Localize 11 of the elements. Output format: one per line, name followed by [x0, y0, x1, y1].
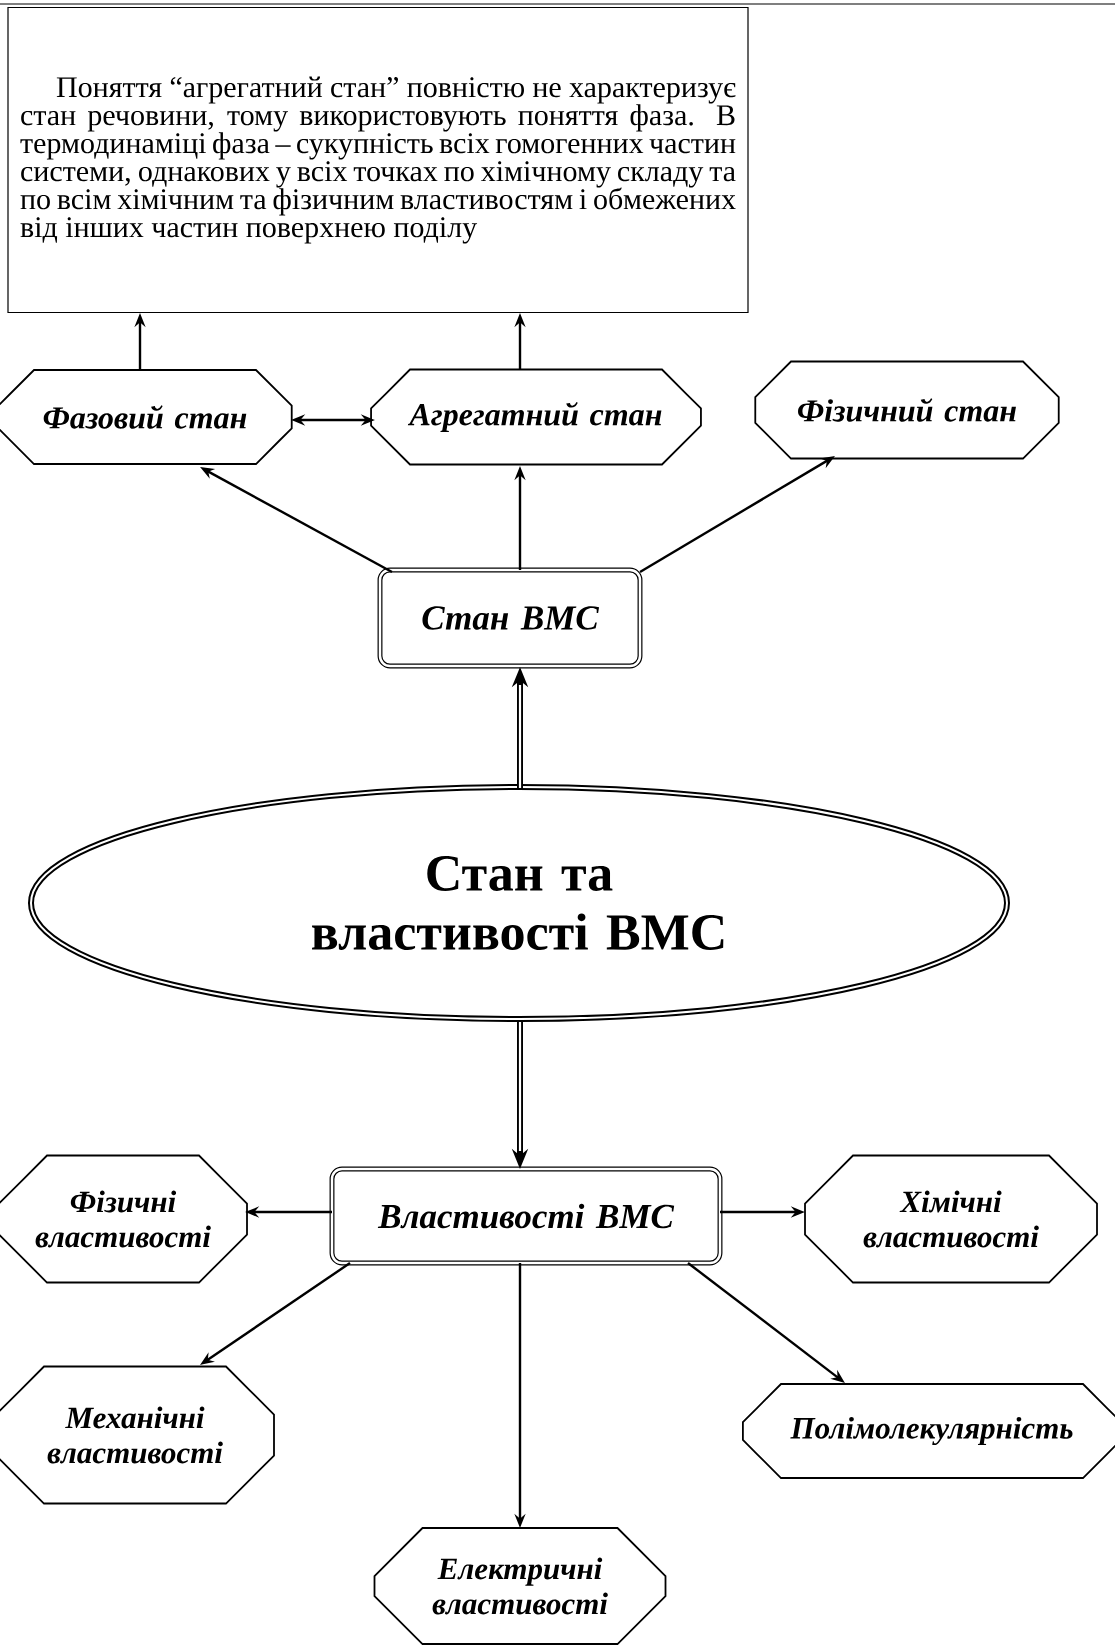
octagon-box: Фізичний стан	[754, 360, 1060, 460]
octagon-box: Фізичні властивості	[0, 1154, 248, 1284]
octagon-box: Механічні властивості	[0, 1365, 275, 1505]
text-box: Поняття “агрегатний стан” повністю не характеризує стан речовини, тому використовують поняття фаза. В термодинаміці фаза – сукупність всіх гомогенних частин системи, однакових у всіх точках по хімічному складу та по всім хімічним та фізичним властивостям і обмежених від інших частин поверхнею поділу	[7, 6, 749, 314]
octagon-box: Полімолекулярність	[742, 1383, 1115, 1479]
octagon-box: Агрегатний стан	[370, 368, 702, 466]
octagon-box: Фазовий стан	[0, 369, 293, 465]
rounded-box: Стан ВМС	[377, 567, 643, 669]
rounded-box: Властивості ВМС	[329, 1166, 723, 1266]
octagon-box: Електричні властивості	[373, 1527, 667, 1645]
octagon-box: Хімічні властивості	[804, 1154, 1098, 1284]
